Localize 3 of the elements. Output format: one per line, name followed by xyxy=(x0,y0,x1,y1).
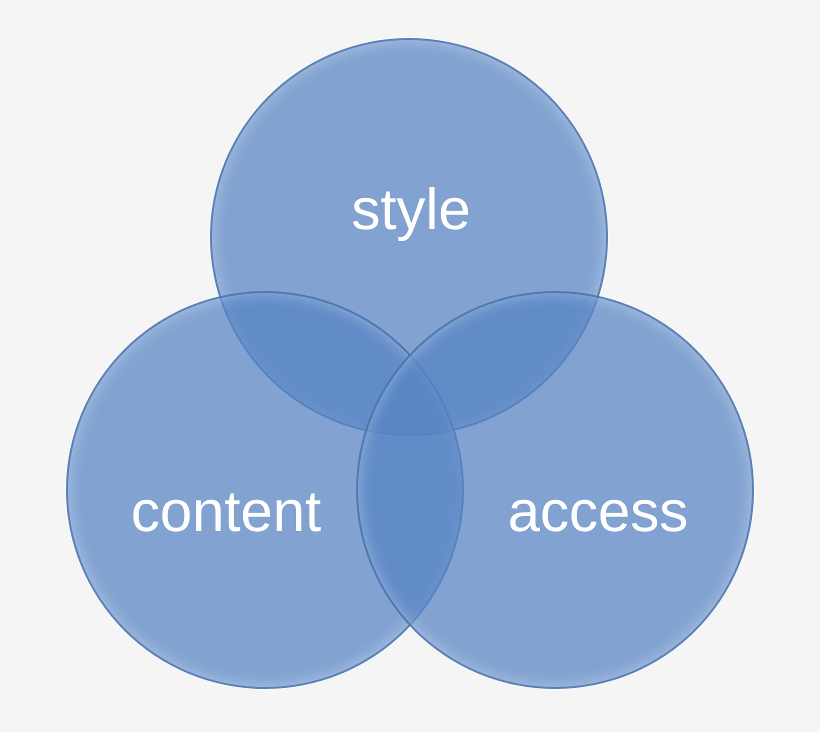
circle-label: access xyxy=(508,480,688,544)
circle-label: content xyxy=(130,480,322,544)
circle-label: style xyxy=(351,178,471,242)
